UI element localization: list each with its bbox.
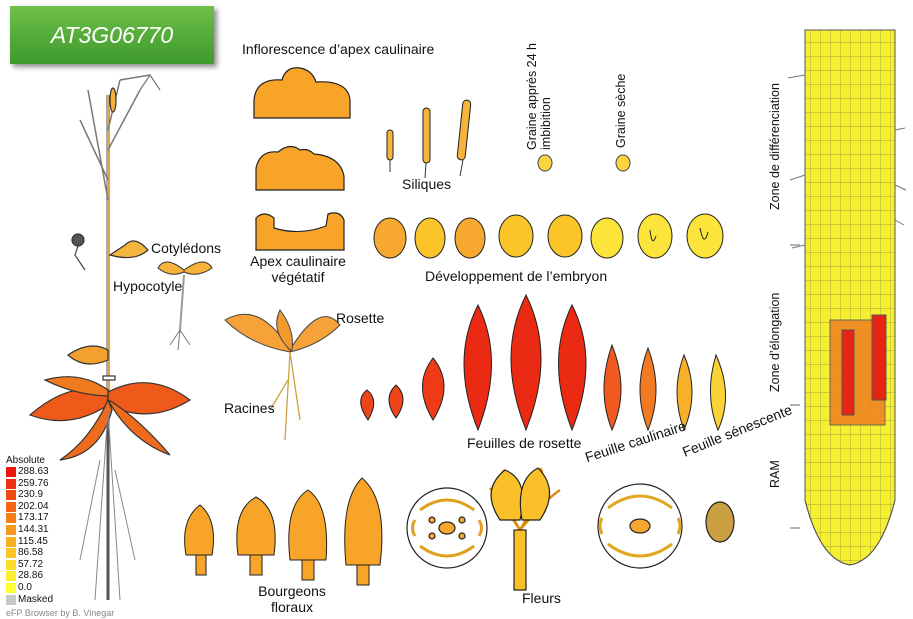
apex-shapes xyxy=(254,68,350,250)
footer-credit: eFP Browser by B. Vinegar xyxy=(6,608,114,618)
legend-swatch xyxy=(6,595,16,605)
legend-swatch xyxy=(6,583,16,593)
label-siliques: Siliques xyxy=(402,176,451,192)
legend-swatch xyxy=(6,548,16,558)
root-tip xyxy=(788,30,906,565)
label-fleurs: Fleurs xyxy=(522,590,561,606)
legend-swatch xyxy=(6,502,16,512)
flower-buds xyxy=(185,478,382,585)
legend-swatch xyxy=(6,571,16,581)
legend-title: Absolute xyxy=(6,455,45,466)
legend-value: 202.04 xyxy=(18,501,49,512)
label-feuilles-rosette: Feuilles de rosette xyxy=(467,435,581,451)
legend-value: 0.0 xyxy=(18,582,32,593)
legend-entry: 173.17 xyxy=(6,512,64,523)
flowers xyxy=(407,468,734,590)
label-hypocotyle: Hypocotyle xyxy=(113,278,182,294)
legend-entry: Masked xyxy=(6,594,64,605)
label-graine-seche: Graine sèche xyxy=(614,74,628,148)
label-rosette: Rosette xyxy=(336,310,384,326)
label-embryon: Développement de l’embryon xyxy=(425,268,607,284)
legend-value: Masked xyxy=(18,594,53,605)
embryo-development xyxy=(374,214,723,258)
label-bourgeons: Bourgeons floraux xyxy=(252,583,332,615)
legend-value: 144.31 xyxy=(18,524,49,535)
legend-value: 28.86 xyxy=(18,570,43,581)
label-inflorescence: Inflorescence d’apex caulinaire xyxy=(242,41,434,57)
legend-value: 57.72 xyxy=(18,559,43,570)
legend-value: 288.63 xyxy=(18,466,49,477)
legend-entry: 144.31 xyxy=(6,524,64,535)
legend-entry: 259.76 xyxy=(6,478,64,489)
legend-value: 230.9 xyxy=(18,489,43,500)
seeds xyxy=(538,155,630,171)
legend-swatch xyxy=(6,513,16,523)
label-ram: RAM xyxy=(768,460,782,488)
label-zone-elongation: Zone d’élongation xyxy=(768,293,782,392)
legend-entry: 288.63 xyxy=(6,466,64,477)
siliques xyxy=(387,100,471,178)
seedling xyxy=(158,262,212,350)
legend-swatch xyxy=(6,537,16,547)
label-graine-24h: Graine apprès 24 h imbibition xyxy=(525,10,553,150)
legend-swatch xyxy=(6,525,16,535)
label-racines: Racines xyxy=(224,400,275,416)
legend-swatch xyxy=(6,467,16,477)
rosette-small xyxy=(225,310,340,440)
legend-entry: 86.58 xyxy=(6,547,64,558)
rosette-leaves xyxy=(361,295,726,430)
legend-entry: 28.86 xyxy=(6,570,64,581)
legend-value: 173.17 xyxy=(18,512,49,523)
legend-swatch xyxy=(6,560,16,570)
legend-entry: 115.45 xyxy=(6,536,64,547)
legend-value: 86.58 xyxy=(18,547,43,558)
legend-swatch xyxy=(6,490,16,500)
legend-entry: 0.0 xyxy=(6,582,64,593)
label-cotyledons: Cotylédons xyxy=(151,240,221,256)
legend-entry: 230.9 xyxy=(6,489,64,500)
legend-value: 115.45 xyxy=(18,536,48,547)
legend-swatch xyxy=(6,479,16,489)
label-apex-vegetatif: Apex caulinaire végétatif xyxy=(238,253,358,285)
legend-entry: 202.04 xyxy=(6,501,64,512)
label-zone-differenciation: Zone de différenciation xyxy=(768,83,782,210)
legend-entry: 57.72 xyxy=(6,559,64,570)
legend-value: 259.76 xyxy=(18,478,49,489)
